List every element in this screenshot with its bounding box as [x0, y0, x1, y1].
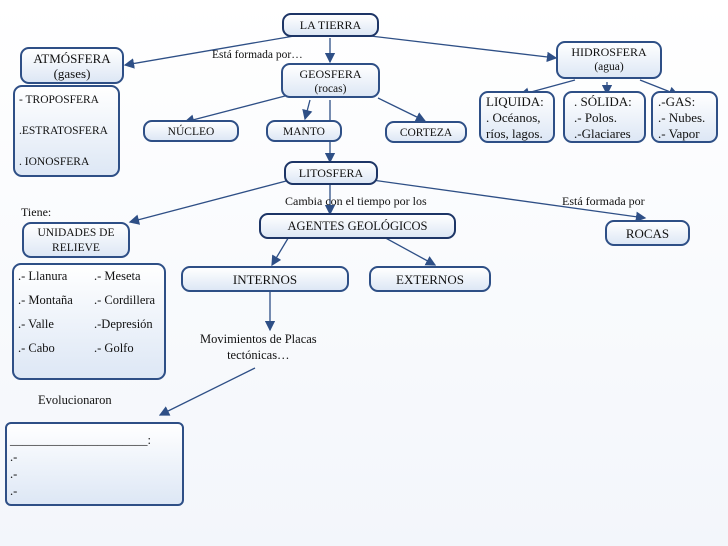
box-agentes-geologicos: AGENTES GEOLÓGICOS: [259, 213, 456, 239]
box-relieve-list: .- Llanura.- Meseta .- Montaña.- Cordill…: [12, 263, 166, 380]
box-manto: MANTO: [266, 120, 342, 142]
arrow-to-blank: [158, 367, 256, 416]
box-externos: EXTERNOS: [369, 266, 491, 292]
box-geosfera: GEOSFERA (rocas): [281, 63, 380, 98]
arrow-to-manto: [302, 99, 313, 121]
label-esta-formada-por: Está formada por: [562, 194, 645, 208]
arrow-to-atmosfera: [123, 34, 301, 69]
label-cambia: Cambia con el tiempo por los: [285, 194, 427, 208]
box-unidades-relieve: UNIDADES DE RELIEVE: [22, 222, 130, 258]
arrow-to-hidrosfera: [361, 34, 558, 63]
arrow-to-unidades: [128, 179, 291, 225]
box-la-tierra: LA TIERRA: [282, 13, 379, 37]
arrow-to-rocas: [371, 179, 647, 222]
arrow-to-corteza: [377, 97, 427, 122]
box-nucleo: NÚCLEO: [143, 120, 239, 142]
box-blank-answer: ______________________: .- .- .-: [5, 422, 184, 506]
box-internos: INTERNOS: [181, 266, 349, 292]
label-movimientos: Movimientos de Placas tectónicas…: [200, 332, 317, 362]
box-solida: . SÓLIDA: .- Polos. .-Glaciares: [563, 91, 646, 143]
arrow-to-externos: [379, 234, 437, 266]
label-tiene: Tiene:: [21, 205, 52, 219]
label-evolucionaron: Evolucionaron: [38, 393, 112, 407]
label-formada-por: Está formada por…: [212, 49, 303, 61]
arrow-to-nucleo: [183, 95, 286, 125]
box-hidrosfera: HIDROSFERA (agua): [556, 41, 662, 79]
box-atmosfera: ATMÓSFERA (gases): [20, 47, 124, 84]
box-corteza: CORTEZA: [385, 121, 467, 143]
box-litosfera: LITOSFERA: [284, 161, 378, 185]
box-gas: .-GAS: .- Nubes. .- Vapor: [651, 91, 718, 143]
arrow-to-internos: [271, 234, 291, 267]
box-atmosfera-layers: - TROPOSFERA .ESTRATOSFERA . IONOSFERA: [13, 85, 120, 177]
box-rocas: ROCAS: [605, 220, 690, 246]
box-liquida: LIQUIDA: . Océanos, ríos, lagos.: [479, 91, 555, 143]
